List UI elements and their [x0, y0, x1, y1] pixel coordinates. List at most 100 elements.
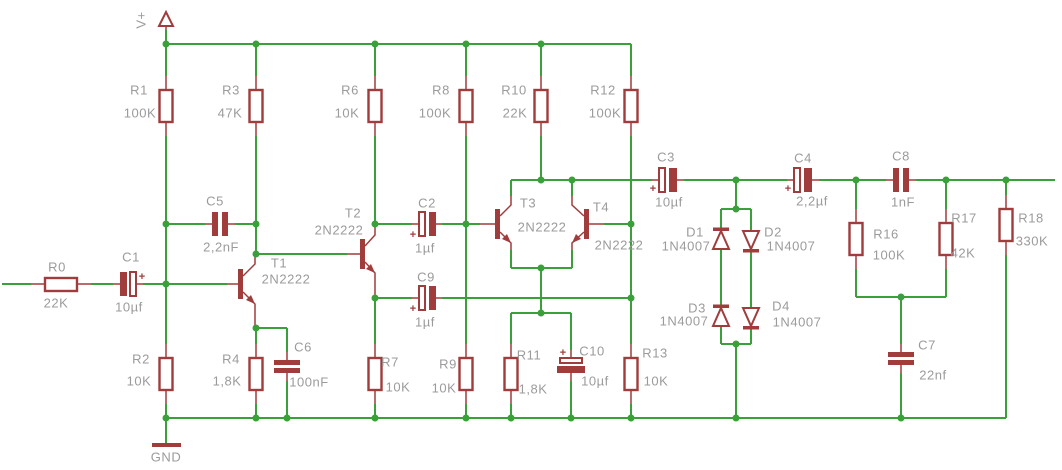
resistor-r16-symbol — [848, 221, 864, 257]
c9-plus-mark: + — [410, 303, 416, 315]
label-r17-value: 42K — [950, 245, 976, 261]
label-t3-name: T3 — [519, 195, 537, 211]
component-leads — [31, 26, 1007, 404]
label-r10-name: R10 — [501, 82, 527, 98]
label-r6-name: R6 — [341, 82, 359, 98]
diode-d4-symbol — [741, 307, 761, 330]
c2-plus-mark: + — [410, 229, 416, 241]
gnd-label: GND — [150, 449, 182, 465]
junction-dots — [162, 40, 1010, 422]
resistor-r9-symbol — [458, 356, 474, 392]
diode-d1-symbol — [711, 227, 731, 250]
label-r11-value: 1,8K — [518, 381, 548, 397]
label-c1-name: C1 — [122, 249, 140, 265]
label-r17-name: R17 — [951, 210, 977, 226]
transistor-t3-symbol — [480, 196, 512, 250]
capacitor-c6-symbol — [274, 360, 300, 373]
label-c5-name: C5 — [206, 193, 224, 209]
label-r8-value: 100K — [418, 105, 452, 121]
label-c2-value: 1µf — [415, 240, 435, 256]
label-c4-value: 2,2µf — [796, 193, 828, 209]
capacitor-c10-symbol: + — [557, 347, 585, 373]
resistor-r10-symbol — [533, 88, 549, 124]
label-r12-name: R12 — [590, 82, 616, 98]
label-d1-name: D1 — [686, 224, 704, 240]
label-c3-value: 10µf — [655, 194, 683, 210]
label-c8-name: C8 — [892, 148, 910, 164]
resistor-r17-symbol — [938, 221, 954, 257]
resistor-r6-symbol — [367, 88, 383, 124]
label-c7-value: 22nf — [919, 367, 947, 383]
resistor-r3-symbol — [248, 88, 264, 124]
label-r7-value: 10K — [385, 379, 411, 395]
capacitor-c5-symbol — [212, 212, 228, 236]
label-r9-value: 10K — [431, 380, 457, 396]
label-d4-value: 1N4007 — [772, 314, 822, 330]
label-r7-name: R7 — [381, 354, 399, 370]
vplus-label: V+ — [133, 11, 149, 29]
label-r16-value: 100K — [872, 247, 906, 263]
diode-d2-symbol — [741, 230, 761, 253]
resistor-r8-symbol — [458, 88, 474, 124]
label-r1-value: 100K — [123, 105, 157, 121]
label-t3-value: 2N2222 — [517, 219, 567, 235]
capacitor-c9-symbol: + — [410, 285, 436, 315]
label-r2-value: 10K — [126, 373, 152, 389]
resistor-r18-symbol — [998, 207, 1014, 243]
label-r9-name: R9 — [439, 356, 457, 372]
label-t4-name: T4 — [592, 199, 610, 215]
wires — [2, 30, 1055, 443]
capacitor-c3-symbol: + — [650, 167, 677, 195]
c10-plus-mark: + — [560, 347, 566, 359]
label-r6-value: 10K — [334, 105, 360, 121]
resistor-r2-symbol — [158, 356, 174, 392]
label-d2-value: 1N4007 — [766, 238, 816, 254]
label-t4-value: 2N2222 — [594, 237, 644, 253]
label-c1-value: 10µf — [115, 299, 143, 315]
label-d3-value: 1N4007 — [659, 313, 709, 329]
resistor-r7-symbol — [367, 356, 383, 392]
label-r12-value: 100K — [588, 105, 622, 121]
capacitor-c7-symbol — [888, 352, 914, 365]
label-r4-name: R4 — [222, 351, 240, 367]
capacitor-c2-symbol: + — [410, 211, 436, 241]
label-d3-name: D3 — [688, 300, 706, 316]
transistor-t1-symbol — [227, 254, 256, 328]
label-c7-name: C7 — [918, 337, 936, 353]
label-c10-value: 10µf — [581, 373, 609, 389]
label-t1-value: 2N2222 — [261, 271, 311, 287]
label-r1-name: R1 — [130, 82, 148, 98]
label-c6-value: 100nF — [289, 374, 329, 390]
label-c3-name: C3 — [657, 149, 675, 165]
transistor-t2-symbol — [347, 224, 376, 298]
label-c6-name: C6 — [294, 339, 312, 355]
label-d4-name: D4 — [772, 298, 790, 314]
label-t1-name: T1 — [270, 255, 288, 271]
label-c10-name: C10 — [579, 343, 605, 359]
label-c2-name: C2 — [418, 195, 436, 211]
label-r4-value: 1,8K — [212, 373, 242, 389]
transistor-t4-symbol — [571, 196, 604, 250]
label-r0-value: 22K — [43, 295, 69, 311]
c3-plus-mark: + — [650, 183, 656, 195]
diode-d3-symbol — [711, 304, 731, 327]
capacitor-c4-symbol: + — [785, 167, 812, 195]
label-t2-value: 2N2222 — [314, 222, 364, 238]
capacitor-c1-symbol: + — [120, 271, 145, 297]
label-r0-name: R0 — [48, 259, 66, 275]
label-c9-value: 1µf — [415, 314, 435, 330]
label-c4-name: C4 — [794, 150, 812, 166]
label-r13-value: 10K — [643, 373, 669, 389]
label-d2-name: D2 — [764, 224, 782, 240]
resistor-r13-symbol — [623, 356, 639, 392]
label-r3-value: 47K — [217, 105, 243, 121]
label-c9-name: C9 — [417, 269, 435, 285]
label-r11-name: R11 — [516, 347, 542, 363]
resistor-r12-symbol — [623, 88, 639, 124]
vplus-symbol — [157, 9, 175, 27]
gnd-symbol — [152, 443, 181, 447]
label-r18-value: 330K — [1015, 233, 1049, 249]
resistor-r0-symbol — [43, 276, 79, 293]
